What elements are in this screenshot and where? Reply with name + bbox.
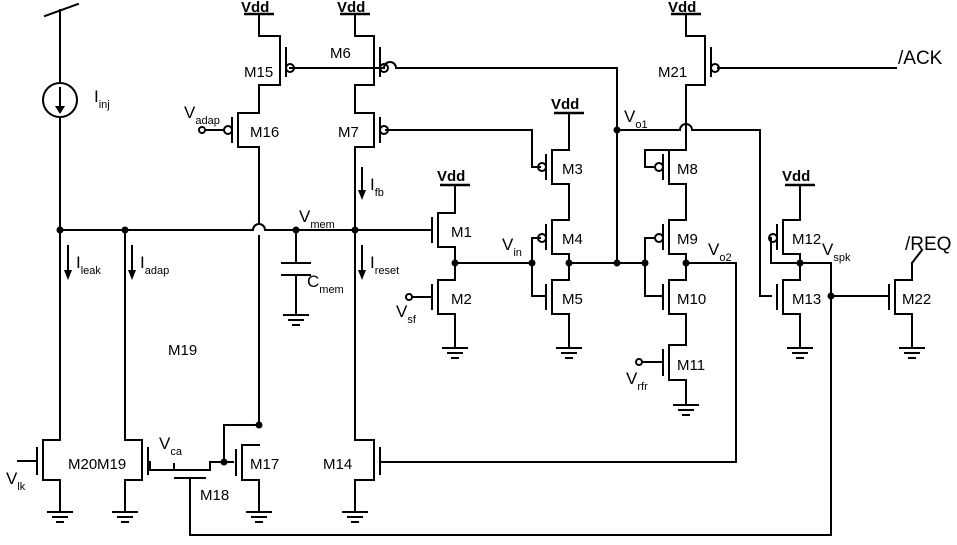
arrow-down-icon (128, 245, 136, 280)
vdd-label: Vdd (437, 168, 465, 185)
capacitor-cmem (281, 262, 311, 276)
transistor-m4 (537, 219, 570, 255)
transistor-m1 (431, 212, 456, 248)
vdd-label: Vdd (337, 0, 365, 16)
ground-icon (342, 511, 368, 523)
ground-icon (283, 314, 309, 326)
transistor-m11 (635, 344, 687, 381)
label-m14: M14 (323, 456, 352, 473)
label-vo1: Vo1 (624, 107, 648, 131)
label-m6: M6 (330, 45, 351, 62)
label-m16: M16 (250, 124, 279, 141)
ground-symbols (47, 314, 925, 523)
transistor-m10 (644, 279, 687, 315)
label-vadap: Vadap (184, 103, 220, 127)
transistor-m19 (124, 439, 149, 481)
label-vrfr: Vrfr (626, 369, 648, 393)
label-vsf: Vsf (396, 302, 417, 326)
supply-rails (244, 12, 815, 187)
label-m15: M15 (244, 64, 273, 81)
junction-dots (56, 126, 835, 466)
ground-icon (899, 347, 925, 359)
label-m10: M10 (677, 291, 706, 308)
label-m3: M3 (562, 161, 583, 178)
label-vo2: Vo2 (708, 240, 732, 264)
ground-icon (787, 347, 813, 359)
label-m4: M4 (562, 231, 583, 248)
label-m13: M13 (792, 291, 821, 308)
ground-icon (442, 347, 468, 359)
label-ireset: Ireset (370, 253, 399, 277)
label-m20: M20 (68, 456, 97, 473)
label-iinj: Iinj (94, 87, 110, 111)
label-m1: M1 (451, 224, 472, 241)
label-m8: M8 (677, 161, 698, 178)
labels: Vdd Vdd Vdd Vdd Vdd Vdd M1 M2 M3 M4 M5 M… (6, 0, 951, 504)
label-m22: M22 (902, 291, 931, 308)
vdd-label: Vdd (668, 0, 696, 16)
current-source-iinj (42, 82, 78, 118)
label-req: /REQ (905, 234, 951, 255)
label-ifb: Ifb (370, 175, 384, 199)
label-m19: M19 (97, 456, 126, 473)
vdd-label: Vdd (782, 168, 810, 185)
transistor-m13 (776, 279, 801, 315)
label-ack: /ACK (898, 48, 943, 69)
label-m18: M18 (200, 487, 229, 504)
label-m17: M17 (250, 456, 279, 473)
label-vin: Vin (502, 235, 522, 259)
label-m12: M12 (792, 231, 821, 248)
label-m11: M11 (677, 357, 705, 374)
transistor-m14 (354, 439, 381, 481)
ground-icon (673, 404, 699, 416)
transistor-m15 (258, 35, 295, 86)
ground-icon (47, 511, 73, 523)
label-vlk: Vlk (6, 469, 26, 493)
label-m21: M21 (658, 64, 687, 81)
transistor-m2 (405, 279, 456, 315)
transistor-m8 (654, 149, 687, 185)
label-m7: M7 (338, 124, 359, 141)
transistor-m12 (768, 219, 801, 255)
label-m19-center: M19 (168, 342, 197, 359)
ground-icon (112, 511, 138, 523)
label-ileak: Ileak (76, 253, 101, 277)
transistor-m18 (168, 463, 206, 479)
transistor-symbols (17, 35, 913, 481)
label-m5: M5 (562, 291, 583, 308)
transistor-m16 (198, 112, 260, 148)
arrow-down-icon (358, 245, 366, 280)
transistor-m5 (531, 279, 570, 315)
transistor-m7 (354, 112, 389, 148)
arrow-down-icon (64, 245, 72, 280)
label-vca: Vca (159, 434, 183, 458)
label-cmem: Cmem (307, 272, 344, 296)
transistor-m22 (888, 279, 913, 315)
transistor-m21 (685, 35, 720, 86)
ground-icon (246, 511, 272, 523)
transistor-m3 (537, 149, 570, 185)
transistor-m17 (235, 444, 260, 481)
label-m9: M9 (677, 231, 698, 248)
label-vspk: Vspk (822, 240, 851, 264)
ground-icon (556, 347, 582, 359)
transistor-m9 (654, 219, 687, 255)
label-m2: M2 (451, 291, 472, 308)
vdd-label: Vdd (551, 96, 579, 113)
vdd-label: Vdd (241, 0, 269, 16)
arrow-down-icon (358, 167, 366, 200)
transistor-m6 (354, 35, 389, 86)
current-arrows (64, 167, 366, 280)
label-vmem: Vmem (299, 207, 335, 231)
label-iadap: Iadap (140, 253, 169, 277)
transistor-m20 (17, 439, 61, 481)
